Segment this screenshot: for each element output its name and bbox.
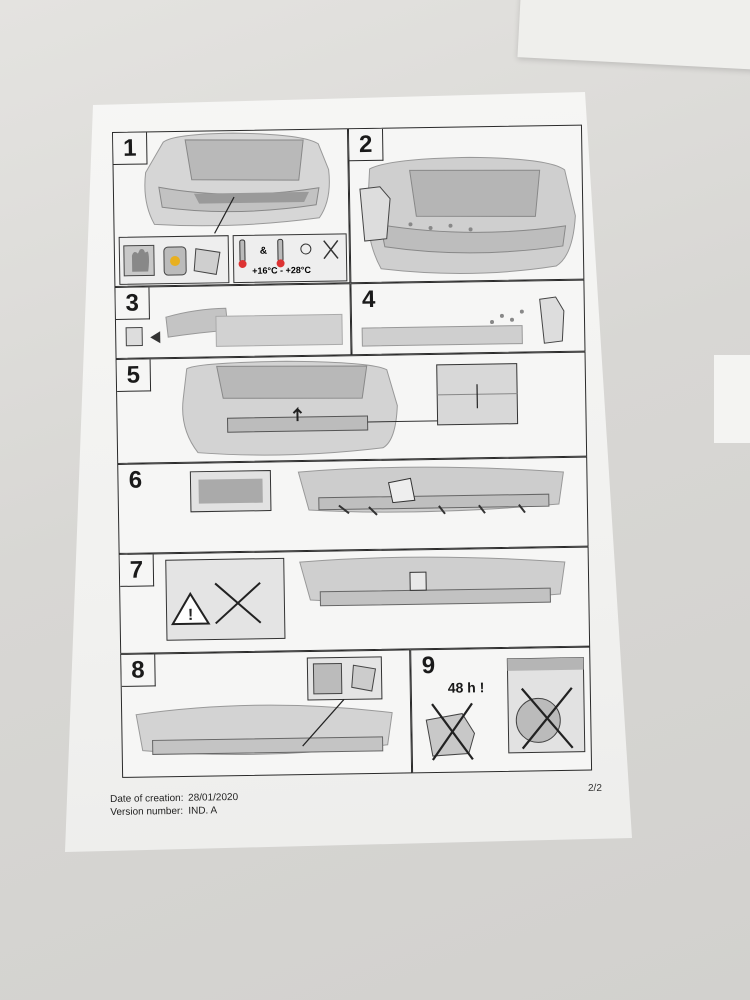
step-3-panel: 3 xyxy=(114,283,352,359)
apply-strip-illustration xyxy=(182,360,519,456)
spray-strip-illustration xyxy=(361,296,565,347)
step-2-panel: 2 xyxy=(347,124,585,284)
step-8-panel: 8 xyxy=(120,649,413,778)
date-label: Date of creation: xyxy=(110,792,184,805)
page-number: 2/2 xyxy=(588,783,602,794)
tools-box xyxy=(118,235,230,285)
version-label: Version number: xyxy=(110,805,184,818)
step-9-panel: 9 48 h ! xyxy=(410,646,593,774)
thermometer-icon xyxy=(238,238,339,268)
ampersand-text: & xyxy=(259,245,268,257)
step-7-panel: 7 ! xyxy=(118,546,591,654)
car-rear-illustration xyxy=(144,132,330,234)
step-5-panel: 5 xyxy=(115,351,588,464)
background-paper-sheet xyxy=(517,0,750,73)
spray-car-illustration xyxy=(359,156,576,274)
version-value: IND. A xyxy=(188,805,218,817)
svg-text:!: ! xyxy=(188,607,194,624)
squeegee-illustration xyxy=(189,466,564,516)
temperature-box: & +16°C - +28°C xyxy=(232,233,348,284)
glove-cleaner-cloth-icons xyxy=(123,244,221,277)
document-footer: Date of creation: 28/01/2020 Version numb… xyxy=(110,791,238,819)
date-value: 28/01/2020 xyxy=(188,791,239,804)
wipe-clean-illustration xyxy=(135,656,393,756)
instruction-grid: 1 & xyxy=(112,124,593,782)
step-1-panel: 1 & xyxy=(112,128,351,287)
background-card xyxy=(714,355,750,443)
temperature-range: +16°C - +28°C xyxy=(252,264,312,276)
no-wash-illustration xyxy=(425,657,586,761)
step-4-panel: 4 xyxy=(350,279,586,356)
edge-fold-illustration: ! xyxy=(165,556,566,641)
peel-backing-illustration xyxy=(125,307,343,347)
step-6-panel: 6 xyxy=(117,456,589,554)
